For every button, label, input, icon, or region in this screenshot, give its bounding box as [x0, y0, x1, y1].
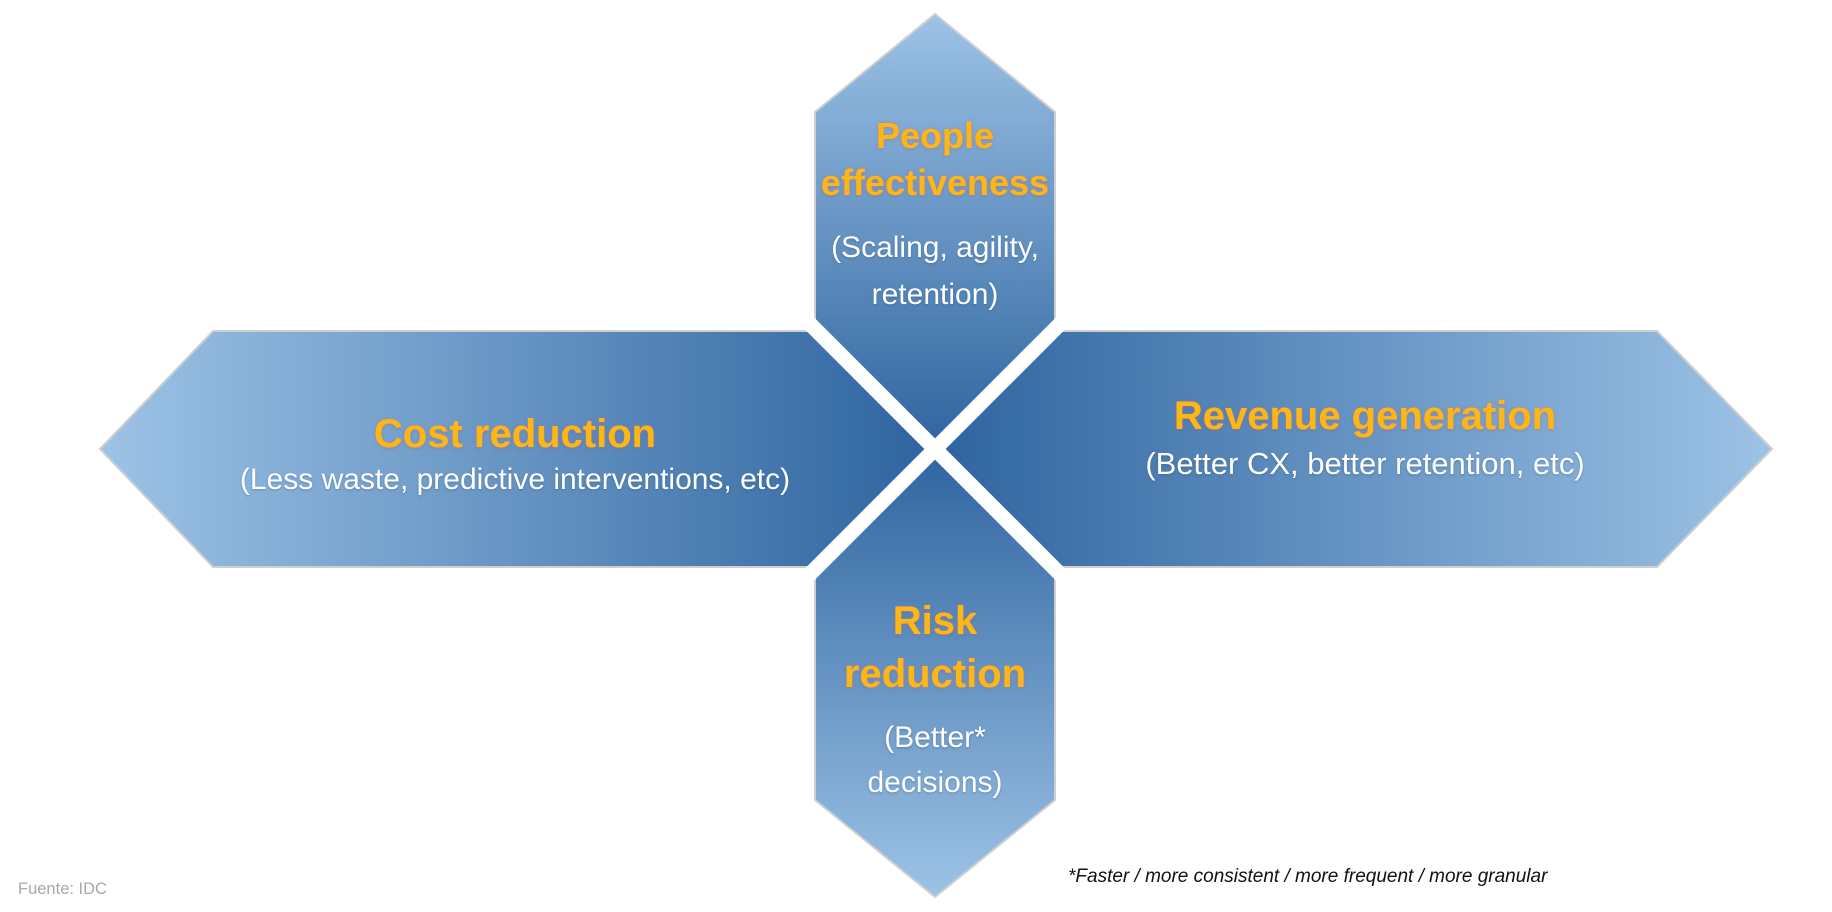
arrow-right-shape: [933, 330, 1774, 568]
source-credit: Fuente: IDC: [18, 880, 107, 898]
footnote: *Faster / more consistent / more frequen…: [1068, 866, 1548, 887]
diagonal-divider-bar: [788, 302, 1082, 596]
arrow-left-shape: [98, 330, 937, 568]
